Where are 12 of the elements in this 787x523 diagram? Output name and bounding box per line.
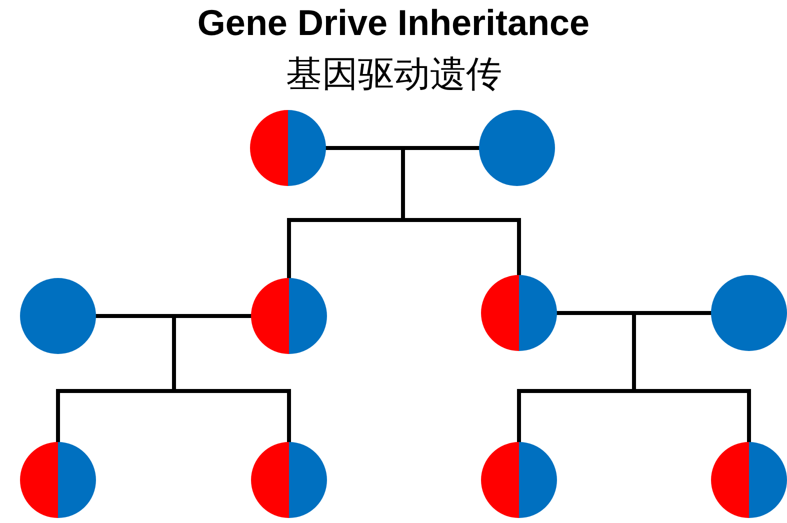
subtitle: 基因驱动遗传 [286,53,502,97]
half-shaded-circle [480,441,558,519]
half-shaded-circle [249,109,327,187]
title: Gene Drive Inheritance [196,2,591,44]
filled-circle [710,274,787,352]
filled-circle [478,109,556,187]
half-shaded-circle [480,274,558,352]
half-shaded-circle [250,277,328,355]
half-shaded-circle [710,441,787,519]
half-shaded-circle [250,441,328,519]
half-shaded-circle [19,441,97,519]
filled-circle [19,277,97,355]
